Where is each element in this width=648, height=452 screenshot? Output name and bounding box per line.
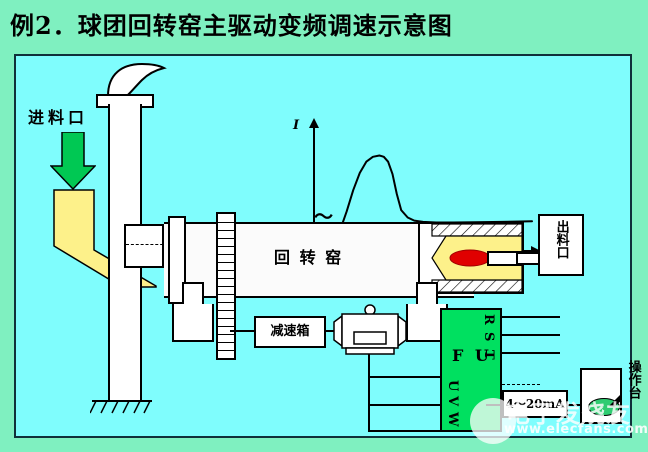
ac-wave-symbol: ～	[314, 206, 334, 228]
signal-dashed-line	[502, 384, 540, 385]
stack-hood	[102, 62, 168, 102]
reducer-box: 减速箱	[254, 316, 326, 348]
kiln-support-pier-left	[172, 304, 214, 342]
signal-label: 4～20mA	[505, 397, 565, 411]
console-knob[interactable]	[588, 398, 620, 416]
motor-cable-drop	[368, 354, 370, 432]
vfd-terminal-t: T	[481, 350, 496, 360]
supply-line-r	[502, 316, 560, 318]
chart-y-axis	[313, 126, 315, 252]
reducer-motor-shaft	[324, 330, 338, 332]
diagram-panel: I t 进料口	[14, 54, 641, 438]
kiln-body-label: 回 转 窑	[274, 248, 344, 267]
supply-line-t	[502, 352, 560, 354]
motor-cable-u	[368, 376, 452, 378]
kiln-tyre-left	[168, 216, 186, 304]
feed-arrow-icon	[49, 131, 97, 194]
chart-y-axis-arrow	[309, 118, 319, 128]
console-knob-pointer	[608, 394, 624, 414]
signal-box: 4～20mA	[502, 390, 568, 418]
reducer-label: 减速箱	[270, 324, 310, 339]
vfd-unit[interactable]: F U U V W R S T	[440, 308, 502, 432]
vfd-terminal-s: S	[481, 332, 496, 342]
feed-inlet-label: 进料口	[28, 108, 89, 127]
signal-wire-left	[486, 404, 504, 406]
vfd-terminal-r: R	[481, 314, 496, 325]
vfd-terminal-w: W	[445, 412, 460, 427]
stack-ground-symbol	[89, 398, 156, 424]
chart-x-axis-arrow	[531, 246, 541, 256]
chart-y-axis-label: I	[293, 118, 300, 133]
signal-wire-right	[568, 404, 582, 406]
feed-chute	[52, 188, 158, 292]
vfd-terminal-v: V	[445, 396, 460, 407]
page-title: 例2．球团回转窑主驱动变频调速示意图	[10, 11, 453, 40]
discharge-outlet-label: 出料口	[553, 220, 569, 259]
operation-console[interactable]	[580, 368, 622, 424]
kiln-centerline-left	[126, 244, 168, 245]
supply-line-s	[502, 334, 560, 336]
discharge-outlet-box: 出料口	[538, 214, 584, 276]
vfd-terminal-u: U	[445, 380, 460, 392]
drive-motor	[332, 304, 408, 362]
operation-console-label: 操作台	[625, 360, 641, 399]
kiln-inlet-head	[124, 224, 164, 268]
kiln-girth-gear	[216, 212, 236, 360]
vfd-label: F U	[452, 346, 492, 365]
motor-cable-w	[368, 430, 452, 432]
motor-cable-v	[368, 404, 452, 406]
gear-reducer-shaft	[230, 330, 256, 332]
